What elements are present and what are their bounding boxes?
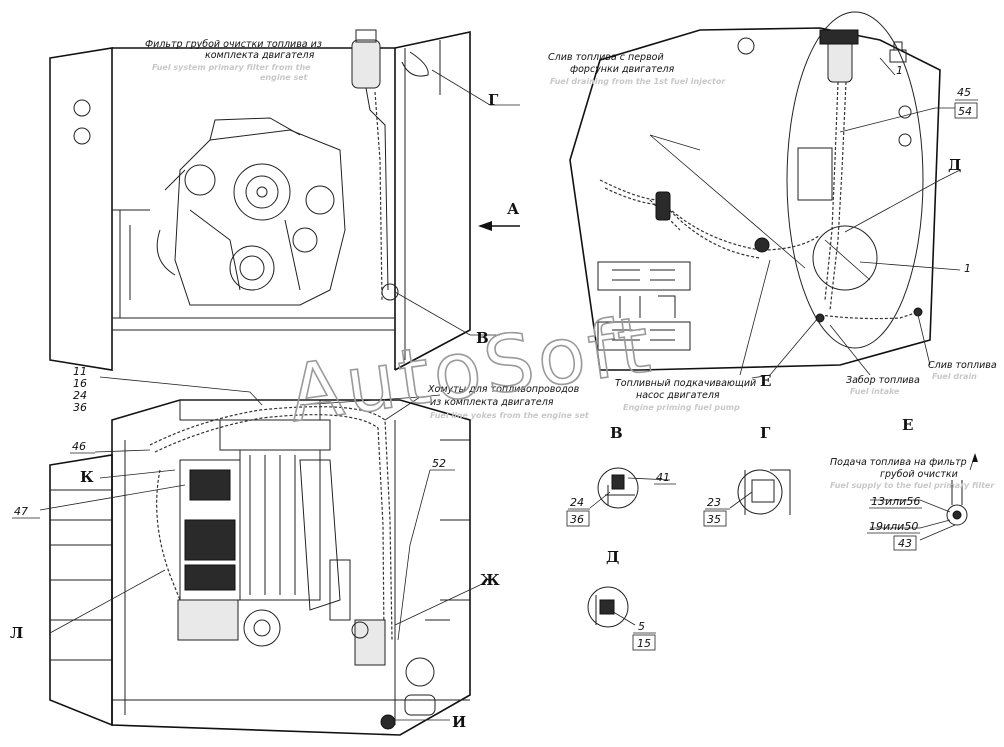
yokes-label-en: Fuel line yokes from the engine set [430, 411, 590, 420]
pump-label-en: Engine priming fuel pump [623, 403, 740, 412]
pos-52: 52 [432, 457, 446, 470]
view-letter-d-detail: Д [606, 548, 619, 566]
pos-35: 35 [707, 513, 721, 526]
pos-23: 23 [707, 496, 721, 509]
detail-views [587, 453, 978, 628]
top-left-view [49, 29, 520, 371]
pos-24-detail: 24 [570, 496, 584, 509]
pos-46: 46 [72, 440, 86, 453]
pos-47: 47 [14, 505, 28, 518]
filter-label-ru-2: комплекта двигателя [205, 50, 315, 61]
pos-11: 11 [73, 365, 87, 378]
pos-36-detail: 36 [570, 513, 584, 526]
pos-45: 45 [957, 86, 971, 99]
drain-injector-label-ru-1: Слив топлива с первой [548, 52, 664, 63]
view-letter-g-detail: Г [760, 424, 771, 442]
bottom-left-view [39, 376, 481, 736]
view-letter-g-top: Г [488, 91, 499, 109]
pos-5: 5 [638, 620, 645, 633]
view-letter-i: И [452, 713, 466, 731]
pump-label-ru-1: Топливный подкачивающий [615, 378, 756, 389]
filter-label-ru-1: Фильтр грубой очистки топлива из [145, 39, 322, 50]
view-letters: А Г В К Л Ж И Д Е Е В Г Д [10, 91, 961, 731]
filter-label-en-2: engine set [260, 73, 309, 82]
view-letter-a: А [507, 200, 520, 218]
yokes-label-ru-1: Хомуты для топливопроводов [427, 384, 580, 395]
intake-label-en: Fuel intake [850, 387, 900, 396]
callout-labels: Фильтр грубой очистки топлива из комплек… [145, 39, 997, 490]
pos-15: 15 [637, 637, 651, 650]
fuel-drain-label-ru: Слив топлива [928, 360, 997, 371]
position-numbers: 45 54 1 1 11 16 24 36 46 47 52 41 24 36 … [12, 64, 978, 651]
view-letter-v-detail: В [610, 424, 623, 442]
pos-19-or-50: 19или50 [869, 520, 918, 533]
top-right-view [569, 11, 961, 379]
intake-label-ru: Забор топлива [846, 375, 920, 386]
drain-injector-label-ru-2: форсунки двигателя [570, 64, 675, 75]
view-letter-k: К [80, 468, 94, 486]
pos-36-main: 36 [73, 401, 87, 414]
filter-label-en-1: Fuel system primary filter from the [152, 63, 311, 72]
pos-13-or-56: 13или56 [871, 495, 920, 508]
view-letter-zh: Ж [480, 571, 500, 589]
view-letter-d-top: Д [948, 156, 961, 174]
fuel-drain-label-en: Fuel drain [932, 372, 977, 381]
view-letter-e-top: Е [760, 372, 771, 390]
view-letter-v-top: В [476, 329, 489, 347]
pos-41: 41 [656, 471, 670, 484]
supply-label-en: Fuel supply to the fuel primary filter [830, 481, 995, 490]
yokes-label-ru-2: из комплекта двигателя [430, 397, 554, 408]
supply-label-ru-2: грубой очистки [880, 469, 958, 480]
drain-injector-label-en: Fuel draining from the 1st fuel injector [550, 77, 726, 86]
pump-label-ru-2: насос двигателя [636, 390, 720, 401]
pos-54: 54 [958, 105, 972, 118]
pos-16: 16 [73, 377, 87, 390]
pos-43: 43 [898, 537, 912, 550]
pos-24-main: 24 [73, 389, 87, 402]
view-letter-l: Л [10, 624, 23, 642]
view-letter-e-detail: Е [902, 416, 913, 434]
pos-1-fitting: 1 [896, 64, 903, 77]
pos-1-tank: 1 [964, 262, 971, 275]
supply-label-ru-1: Подача топлива на фильтр [830, 457, 967, 468]
